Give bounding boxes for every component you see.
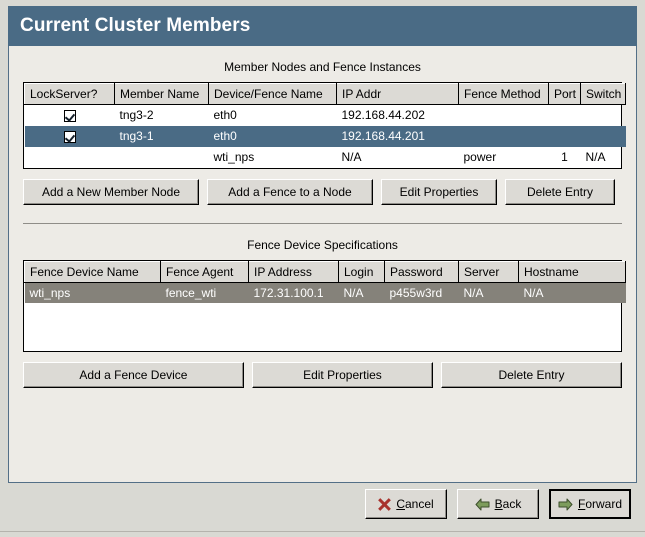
cell-member-name <box>115 147 209 168</box>
cell-device-fence-name: eth0 <box>208 125 337 147</box>
cell-server: N/A <box>458 282 519 303</box>
fence-devices-body: wti_nps fence_wti 172.31.100.1 N/A p455w… <box>24 282 626 303</box>
table-row[interactable]: tng3-1 eth0 192.168.44.201 <box>24 125 626 147</box>
cell-switch <box>580 125 626 147</box>
cancel-label-rest: ancel <box>404 497 434 511</box>
cell-fence-method <box>459 105 549 126</box>
column-header-ip-addr[interactable]: IP Addr <box>336 83 459 105</box>
fence-devices-heading: Fence Device Specifications <box>247 237 398 252</box>
cell-lockserver[interactable] <box>24 125 115 147</box>
cell-device-fence-name: eth0 <box>213 108 237 123</box>
add-fence-device-button[interactable]: Add a Fence Device <box>23 362 244 388</box>
column-header-port[interactable]: Port <box>548 83 581 105</box>
column-header-password[interactable]: Password <box>384 260 459 283</box>
back-mnemonic: B <box>494 497 503 511</box>
table-row[interactable]: tng3-2 eth0 192.168.44.202 <box>25 105 626 126</box>
cell-port <box>549 105 581 126</box>
fence-devices-header-row: Fence Device Name Fence Agent IP Address… <box>24 260 626 283</box>
cell-fence-device-name: wti_nps <box>24 282 161 303</box>
cell-device-fence-name: wti_nps <box>213 150 255 164</box>
delete-entry-fence-button[interactable]: Delete Entry <box>440 362 622 388</box>
window-bottom-strip <box>0 531 645 537</box>
cell-ip-addr: N/A <box>341 150 362 164</box>
column-header-switch[interactable]: Switch <box>580 83 626 105</box>
cell-ip-address: 172.31.100.1 <box>248 282 339 303</box>
lockserver-checkbox[interactable] <box>63 110 76 123</box>
cancel-button-label: Cancel <box>396 497 433 511</box>
column-header-server[interactable]: Server <box>458 260 519 283</box>
cancel-x-icon <box>378 498 391 511</box>
back-button[interactable]: Back <box>457 489 539 519</box>
back-label-rest: ack <box>502 497 522 511</box>
table-row[interactable]: wti_nps N/A power 1 N/A <box>25 147 626 168</box>
cell-ip-addr: 192.168.44.201 <box>336 125 459 147</box>
column-header-hostname[interactable]: Hostname <box>518 260 626 283</box>
dialog-titlebar: Current Cluster Members <box>8 6 637 46</box>
cell-fence-agent: fence_wti <box>160 282 249 303</box>
fence-devices-table-container: Fence Device Name Fence Agent IP Address… <box>23 259 626 352</box>
dialog-navigation-bar: Cancel Back Forward <box>0 489 645 537</box>
cancel-mnemonic: C <box>396 497 405 511</box>
cell-hostname: N/A <box>518 282 626 303</box>
cell-fence-method <box>458 125 549 147</box>
column-header-member-name[interactable]: Member Name <box>114 83 209 105</box>
forward-mnemonic: F <box>577 497 586 511</box>
member-nodes-button-row: Add a New Member Node Add a Fence to a N… <box>23 178 622 205</box>
forward-button[interactable]: Forward <box>549 489 631 519</box>
column-header-fence-agent[interactable]: Fence Agent <box>160 260 249 283</box>
forward-button-label: Forward <box>578 497 622 511</box>
page-title: Current Cluster Members <box>20 15 251 36</box>
column-header-fence-device-name[interactable]: Fence Device Name <box>24 260 161 283</box>
member-nodes-table: LockServer? Member Name Device/Fence Nam… <box>24 83 626 168</box>
arrow-left-icon <box>475 498 490 511</box>
back-button-label: Back <box>495 497 522 511</box>
column-header-login[interactable]: Login <box>338 260 385 283</box>
member-nodes-header-row: LockServer? Member Name Device/Fence Nam… <box>24 83 626 105</box>
column-header-fence-method[interactable]: Fence Method <box>458 83 549 105</box>
cell-fence-method: power <box>463 150 497 164</box>
cell-lockserver[interactable] <box>25 105 115 126</box>
cell-lockserver <box>25 147 115 168</box>
cell-member-name: tng3-2 <box>119 108 154 123</box>
arrow-right-icon <box>558 498 573 511</box>
member-nodes-heading: Member Nodes and Fence Instances <box>224 60 421 74</box>
member-nodes-body: tng3-2 eth0 192.168.44.202 tng3-1 eth0 <box>24 105 626 168</box>
dialog-content-panel: Member Nodes and Fence Instances LockSer… <box>8 46 637 483</box>
table-row[interactable]: wti_nps fence_wti 172.31.100.1 N/A p455w… <box>24 282 626 303</box>
cell-switch: N/A <box>585 150 606 164</box>
cell-port <box>548 125 581 147</box>
cell-password: p455w3rd <box>384 282 459 303</box>
cell-member-name: tng3-1 <box>114 125 209 147</box>
cancel-button[interactable]: Cancel <box>365 489 447 519</box>
column-header-lockserver[interactable]: LockServer? <box>24 83 115 105</box>
cell-port: 1 <box>561 150 568 164</box>
edit-properties-member-button[interactable]: Edit Properties <box>381 178 497 205</box>
lockserver-checkbox[interactable] <box>63 130 76 143</box>
fence-devices-table: Fence Device Name Fence Agent IP Address… <box>24 260 626 303</box>
cell-login: N/A <box>338 282 385 303</box>
cell-ip-addr: 192.168.44.202 <box>341 108 425 123</box>
column-header-ip-address[interactable]: IP Address <box>248 260 339 283</box>
add-fence-to-node-button[interactable]: Add a Fence to a Node <box>207 178 373 205</box>
edit-properties-fence-button[interactable]: Edit Properties <box>251 362 433 388</box>
member-nodes-table-container: LockServer? Member Name Device/Fence Nam… <box>23 82 626 169</box>
cell-switch <box>581 105 626 126</box>
delete-entry-member-button[interactable]: Delete Entry <box>505 178 615 205</box>
forward-label-rest: orward <box>585 497 623 511</box>
section-divider <box>23 222 622 224</box>
fence-devices-button-row: Add a Fence Device Edit Properties Delet… <box>23 362 622 388</box>
column-header-device-fence-name[interactable]: Device/Fence Name <box>208 83 337 105</box>
add-new-member-node-button[interactable]: Add a New Member Node <box>23 178 199 205</box>
fence-devices-empty-area[interactable] <box>24 303 621 351</box>
